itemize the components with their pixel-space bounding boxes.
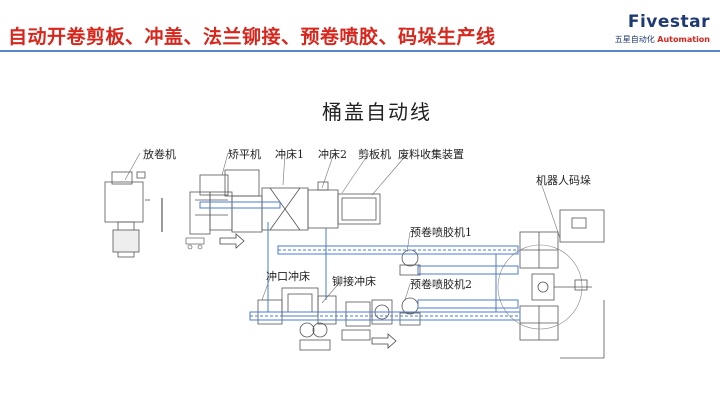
header-divider (0, 50, 720, 52)
label-curl-glue-2: 预卷喷胶机2 (410, 278, 472, 291)
logo-subtitle-en: Automation (657, 35, 710, 44)
company-logo: Fivestar 五星自动化 Automation (610, 12, 710, 48)
shear-machine (307, 181, 339, 229)
logo-wordmark: Fivestar (627, 12, 710, 32)
ground-marks (185, 237, 205, 250)
label-press-1: 冲床1 (275, 148, 304, 161)
label-curl-glue-1: 预卷喷胶机1 (410, 226, 472, 239)
label-scrap-collector: 废料收集装置 (398, 148, 464, 161)
label-port-press: 冲口冲床 (266, 270, 310, 283)
label-press-2: 冲床2 (318, 148, 347, 161)
press-1-machine (224, 169, 263, 233)
diagram-title: 桶盖自动线 (322, 100, 432, 124)
label-rivet-press: 铆接冲床 (332, 275, 376, 288)
label-shear: 剪板机 (358, 148, 391, 161)
uncoiler-machine (104, 171, 150, 258)
page-title: 自动开卷剪板、冲盖、法兰铆接、预卷喷胶、码垛生产线 (8, 26, 496, 48)
flow-arrows (219, 233, 397, 349)
label-leveler: 矫平机 (228, 148, 261, 161)
press-2-machine (261, 187, 309, 231)
scrap-collector (337, 193, 381, 225)
label-robot-palletizer: 机器人码垛 (536, 174, 591, 187)
conveyors (199, 201, 521, 321)
logo-subtitle: 五星自动化 Automation (615, 34, 710, 45)
logo-subtitle-cn: 五星自动化 (614, 35, 655, 44)
leveler-machine (189, 174, 233, 235)
port-press-machine (257, 287, 337, 351)
label-uncoiler: 放卷机 (143, 148, 176, 161)
robot-palletizer (497, 209, 605, 359)
